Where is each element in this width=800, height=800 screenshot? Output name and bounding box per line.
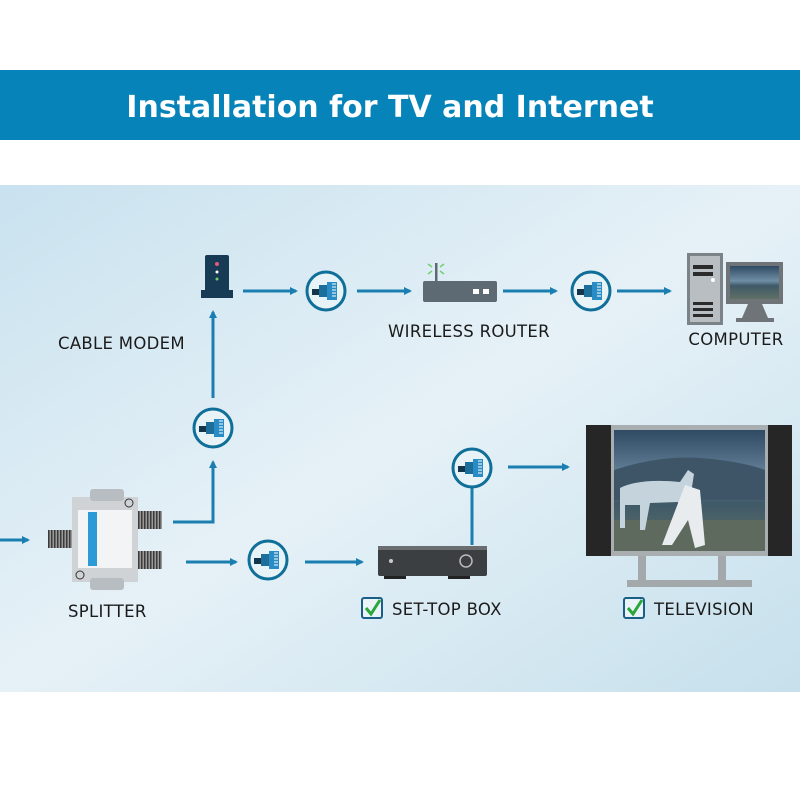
set-top-box-checkbox (361, 597, 383, 619)
check-icon (626, 599, 644, 617)
page-title: Installation for TV and Internet (126, 90, 653, 125)
cable-modem-icon (201, 255, 233, 298)
television-label: TELEVISION (653, 600, 754, 619)
coax-connector-icon (247, 539, 289, 581)
check-icon (364, 599, 382, 617)
ethernet-connector-icon (570, 270, 612, 312)
wireless-router-icon (423, 263, 497, 302)
coax-connector-icon (192, 407, 234, 449)
set-top-box-icon (378, 546, 487, 579)
header-banner (0, 70, 800, 140)
cable-modem-label: CABLE MODEM (58, 334, 185, 353)
television-checkbox (623, 597, 645, 619)
splitter-icon (48, 489, 162, 590)
ethernet-connector-icon (305, 270, 347, 312)
computer-icon (687, 253, 783, 325)
set-top-box-label: SET-TOP BOX (392, 600, 502, 619)
television-icon (586, 425, 792, 587)
computer-label: COMPUTER (688, 330, 783, 349)
wireless-router-label: WIRELESS ROUTER (388, 322, 550, 341)
splitter-label: SPLITTER (68, 602, 147, 621)
arrow (173, 460, 217, 524)
coax-connector-icon (451, 447, 493, 489)
